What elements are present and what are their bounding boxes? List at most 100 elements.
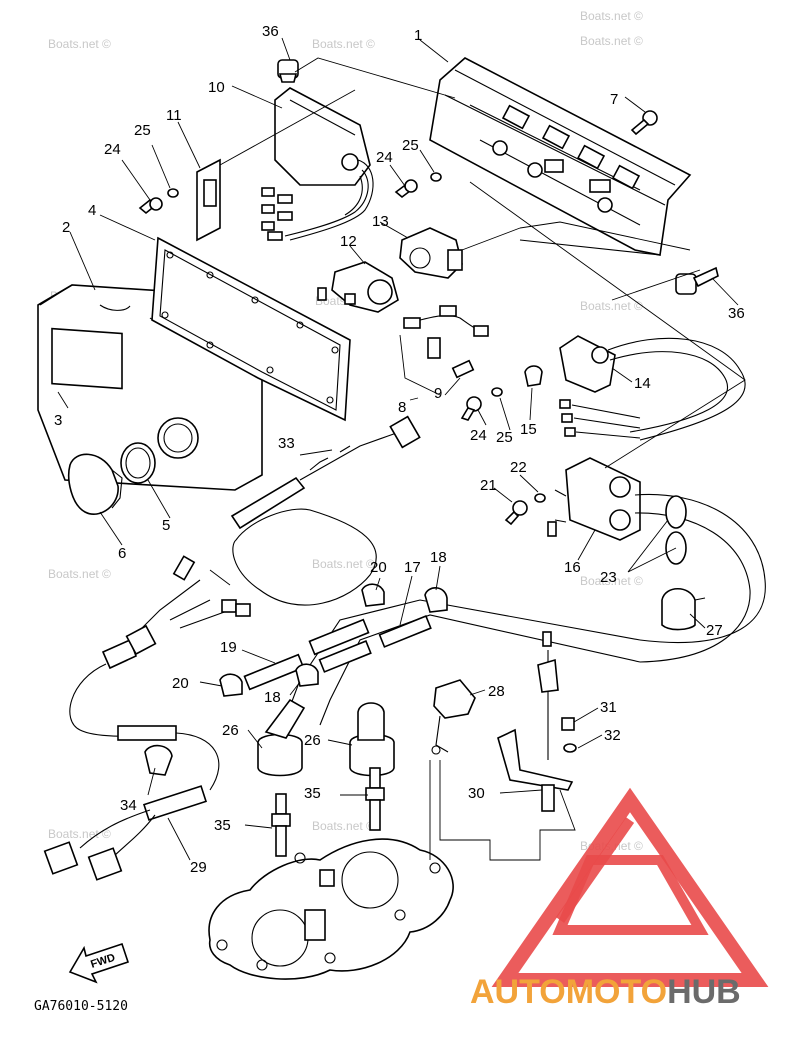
callout-10: 10 bbox=[208, 79, 225, 96]
spark-plug-35-left bbox=[271, 793, 291, 857]
bolt-24-right bbox=[394, 172, 442, 199]
callout-24: 24 bbox=[104, 141, 121, 158]
o-ring-5 bbox=[120, 442, 156, 484]
fuse-holder-8 bbox=[403, 305, 489, 359]
lead-wire-harness bbox=[69, 555, 251, 791]
callout-34: 34 bbox=[120, 797, 137, 814]
callouts: 36 1 10 11 25 24 7 25 24 2 4 13 12 36 3 … bbox=[54, 23, 745, 876]
gasket-4 bbox=[151, 236, 351, 422]
cap-6 bbox=[68, 453, 123, 515]
bolt-36-top bbox=[277, 59, 299, 83]
callout-32: 32 bbox=[604, 727, 621, 744]
reference-lines bbox=[209, 57, 746, 861]
watermark-text: Boats.net © bbox=[312, 819, 375, 833]
callout-33: 33 bbox=[278, 435, 295, 452]
coil-16 bbox=[547, 457, 641, 541]
callout-2: 2 bbox=[62, 219, 70, 236]
callout-35: 35 bbox=[304, 785, 321, 802]
callout-23: 23 bbox=[600, 569, 617, 586]
high-tension-cords bbox=[284, 493, 766, 726]
callout-6: 6 bbox=[118, 545, 126, 562]
protector-tube-17 bbox=[318, 615, 432, 673]
automotohub-logo-icon bbox=[491, 787, 769, 987]
callout-18: 18 bbox=[264, 689, 281, 706]
callout-36: 36 bbox=[262, 23, 279, 40]
leader-lines bbox=[57, 37, 739, 861]
plug-cap-26-right bbox=[349, 702, 395, 777]
watermark-text: Boats.net © bbox=[48, 827, 111, 841]
clamp-27 bbox=[661, 587, 706, 631]
callout-18: 18 bbox=[430, 549, 447, 566]
callout-25: 25 bbox=[134, 122, 151, 139]
callout-5: 5 bbox=[162, 517, 170, 534]
clamp-18-top bbox=[424, 587, 448, 613]
callout-4: 4 bbox=[88, 202, 96, 219]
lead-clamp-34 bbox=[144, 744, 173, 776]
bolt-36-right bbox=[675, 266, 719, 295]
cdi-unit-10 bbox=[261, 87, 374, 241]
electrical-box-bracket bbox=[429, 57, 692, 256]
grommets-23 bbox=[665, 495, 687, 565]
callout-35: 35 bbox=[214, 817, 231, 834]
spark-plug-35-right bbox=[365, 767, 385, 831]
callout-24: 24 bbox=[376, 149, 393, 166]
sensor-30 bbox=[497, 631, 574, 812]
watermark-text: Boats.net © bbox=[48, 567, 111, 581]
callout-28: 28 bbox=[488, 683, 505, 700]
callout-13: 13 bbox=[372, 213, 389, 230]
clamp-15 bbox=[524, 365, 543, 387]
callout-22: 22 bbox=[510, 459, 527, 476]
watermark-text: Boats.net © bbox=[312, 37, 375, 51]
bolt-21 bbox=[504, 493, 546, 526]
clamp-20-bottom bbox=[219, 673, 243, 697]
callout-30: 30 bbox=[468, 785, 485, 802]
callout-9: 9 bbox=[434, 385, 442, 402]
callout-3: 3 bbox=[54, 412, 62, 429]
callout-11: 11 bbox=[166, 107, 182, 124]
callout-20: 20 bbox=[370, 559, 387, 576]
watermark-text: Boats.net © bbox=[580, 299, 643, 313]
clamp-20-top bbox=[361, 583, 385, 607]
callout-21: 21 bbox=[480, 477, 497, 494]
callout-25: 25 bbox=[402, 137, 419, 154]
ignition-coil-14 bbox=[559, 335, 746, 441]
sensor-harness-29 bbox=[43, 785, 208, 881]
bracket-11 bbox=[196, 158, 221, 242]
callout-24: 24 bbox=[470, 427, 487, 444]
brand-wordmark: AUTOMOTOHUB bbox=[470, 973, 741, 1011]
brand-part-automoto: AUTOMOTO bbox=[470, 973, 667, 1011]
callout-26: 26 bbox=[304, 732, 321, 749]
callout-16: 16 bbox=[564, 559, 581, 576]
callout-7: 7 bbox=[610, 91, 618, 108]
harness-33 bbox=[230, 415, 421, 606]
callout-36: 36 bbox=[728, 305, 745, 322]
brand-part-hub: HUB bbox=[667, 973, 741, 1011]
rectifier-13 bbox=[399, 227, 463, 279]
bolt-24-mid bbox=[460, 387, 503, 421]
fwd-arrow-icon: FWD bbox=[68, 942, 130, 984]
cylinder-head bbox=[208, 838, 454, 980]
callout-17: 17 bbox=[404, 559, 421, 576]
protector-tube-19 bbox=[243, 618, 370, 691]
bracket-28 bbox=[431, 679, 476, 755]
bolt-24-left bbox=[138, 188, 179, 215]
watermark-text: Boats.net © bbox=[580, 34, 643, 48]
clamp-18-bottom bbox=[295, 663, 319, 687]
callout-26: 26 bbox=[222, 722, 239, 739]
screw-7 bbox=[630, 110, 658, 136]
fuse-9 bbox=[451, 359, 475, 379]
washer-32 bbox=[563, 743, 577, 753]
callout-20: 20 bbox=[172, 675, 189, 692]
callout-31: 31 bbox=[600, 699, 617, 716]
callout-12: 12 bbox=[340, 233, 357, 250]
plug-cap-26-left bbox=[257, 698, 306, 777]
callout-8: 8 bbox=[398, 399, 406, 416]
callout-25: 25 bbox=[496, 429, 513, 446]
callout-27: 27 bbox=[706, 622, 723, 639]
callout-14: 14 bbox=[634, 375, 651, 392]
callout-29: 29 bbox=[190, 859, 207, 876]
callout-19: 19 bbox=[220, 639, 237, 656]
diagram-code: GA76010-5120 bbox=[34, 999, 128, 1014]
watermark-text: Boats.net © bbox=[48, 37, 111, 51]
callout-1: 1 bbox=[414, 27, 422, 44]
